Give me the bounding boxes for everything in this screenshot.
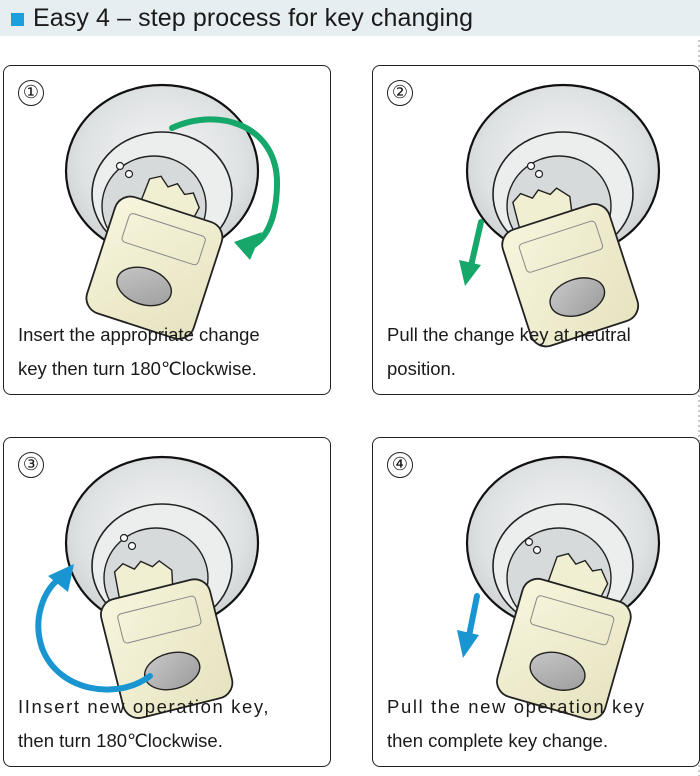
square-bullet-icon [11,13,24,26]
key-icon [85,175,224,340]
step-2-panel: ② Pull the change key at neutral positio… [372,65,700,395]
section-header: Easy 4 – step process for key changing [0,0,700,36]
caption-line: Pull the new operation key [387,696,646,717]
dotted-divider [698,40,700,776]
lock-cylinder-illustration-step-2 [459,83,661,348]
step-number: ③ [18,452,44,478]
step-number: ④ [387,452,413,478]
caption-line: then complete key change. [387,730,609,751]
caption-line: then turn 180℃lockwise. [18,730,223,751]
lock-cylinder-illustration-step-1 [64,83,281,340]
lock-cylinder-illustration-step-3 [35,455,260,719]
caption-line: key then turn 180℃lockwise. [18,358,257,379]
step-1-caption: Insert the appropriate change key then t… [18,318,323,386]
down-arrow-icon [457,593,480,658]
curved-arrow-icon [35,564,153,693]
caption-line: position. [387,358,456,379]
step-number: ② [387,80,413,106]
step-2-caption: Pull the change key at neutral position. [387,318,692,386]
step-3-panel: ③ IInsert new operation key, then turn 1… [3,437,331,767]
step-4-caption: Pull the new operation key then complete… [387,690,692,758]
caption-line: Insert the appropriate change [18,324,260,345]
step-3-caption: IInsert new operation key, then turn 180… [18,690,323,758]
step-number: ① [18,80,44,106]
lock-cylinder-illustration-step-4 [457,455,661,721]
caption-line: Pull the change key at neutral [387,324,631,345]
caption-line: IInsert new operation key, [18,696,271,717]
clockwise-arrow-icon [169,116,281,260]
down-arrow-icon [459,219,484,286]
key-icon [501,187,640,348]
key-icon [496,552,632,721]
step-4-panel: ④ Pull the new operation key then comple… [372,437,700,767]
section-title: Easy 4 – step process for key changing [33,3,474,32]
step-1-panel: ① Insert the appropriate change key then… [3,65,331,395]
